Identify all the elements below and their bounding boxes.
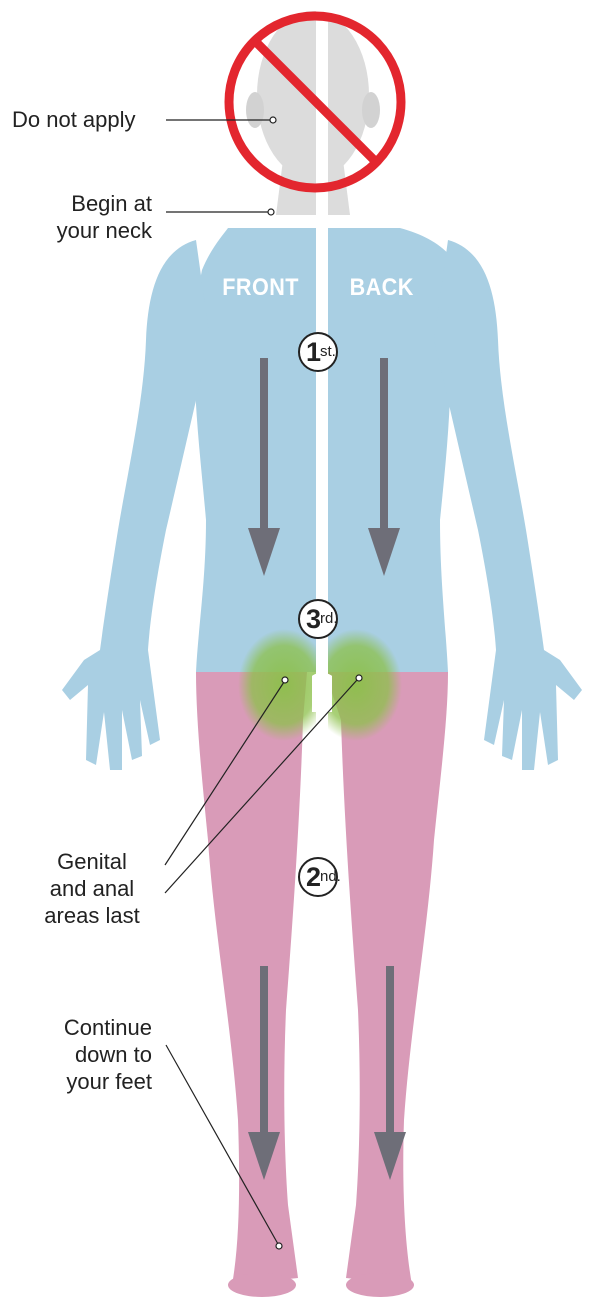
- label-line: your feet: [20, 1068, 152, 1095]
- continue-to-feet-label: Continue down to your feet: [20, 1014, 152, 1095]
- label-line: Continue: [20, 1014, 152, 1041]
- begin-at-neck-label: Begin at your neck: [20, 190, 152, 244]
- step-number: 3: [306, 604, 321, 634]
- step-number: 1: [306, 337, 321, 367]
- step-suffix: nd.: [320, 868, 341, 886]
- do-not-apply-label: Do not apply: [12, 106, 136, 133]
- label-line: Genital: [22, 848, 162, 875]
- label-line: and anal: [22, 875, 162, 902]
- front-label: FRONT: [222, 274, 299, 302]
- back-label: BACK: [350, 274, 414, 302]
- label-line: areas last: [22, 902, 162, 929]
- label-line: Begin at: [20, 190, 152, 217]
- label-line: down to: [20, 1041, 152, 1068]
- step-suffix: st.: [320, 343, 336, 361]
- front-back-divider: [316, 0, 328, 1310]
- label-line: your neck: [20, 217, 152, 244]
- step-suffix: rd.: [320, 610, 338, 628]
- genital-areas-label: Genital and anal areas last: [22, 848, 162, 929]
- step-number: 2: [306, 862, 321, 892]
- step-3-badge: 3 rd.: [298, 599, 338, 639]
- step-1-badge: 1 st.: [298, 332, 338, 372]
- step-2-badge: 2 nd.: [298, 857, 338, 897]
